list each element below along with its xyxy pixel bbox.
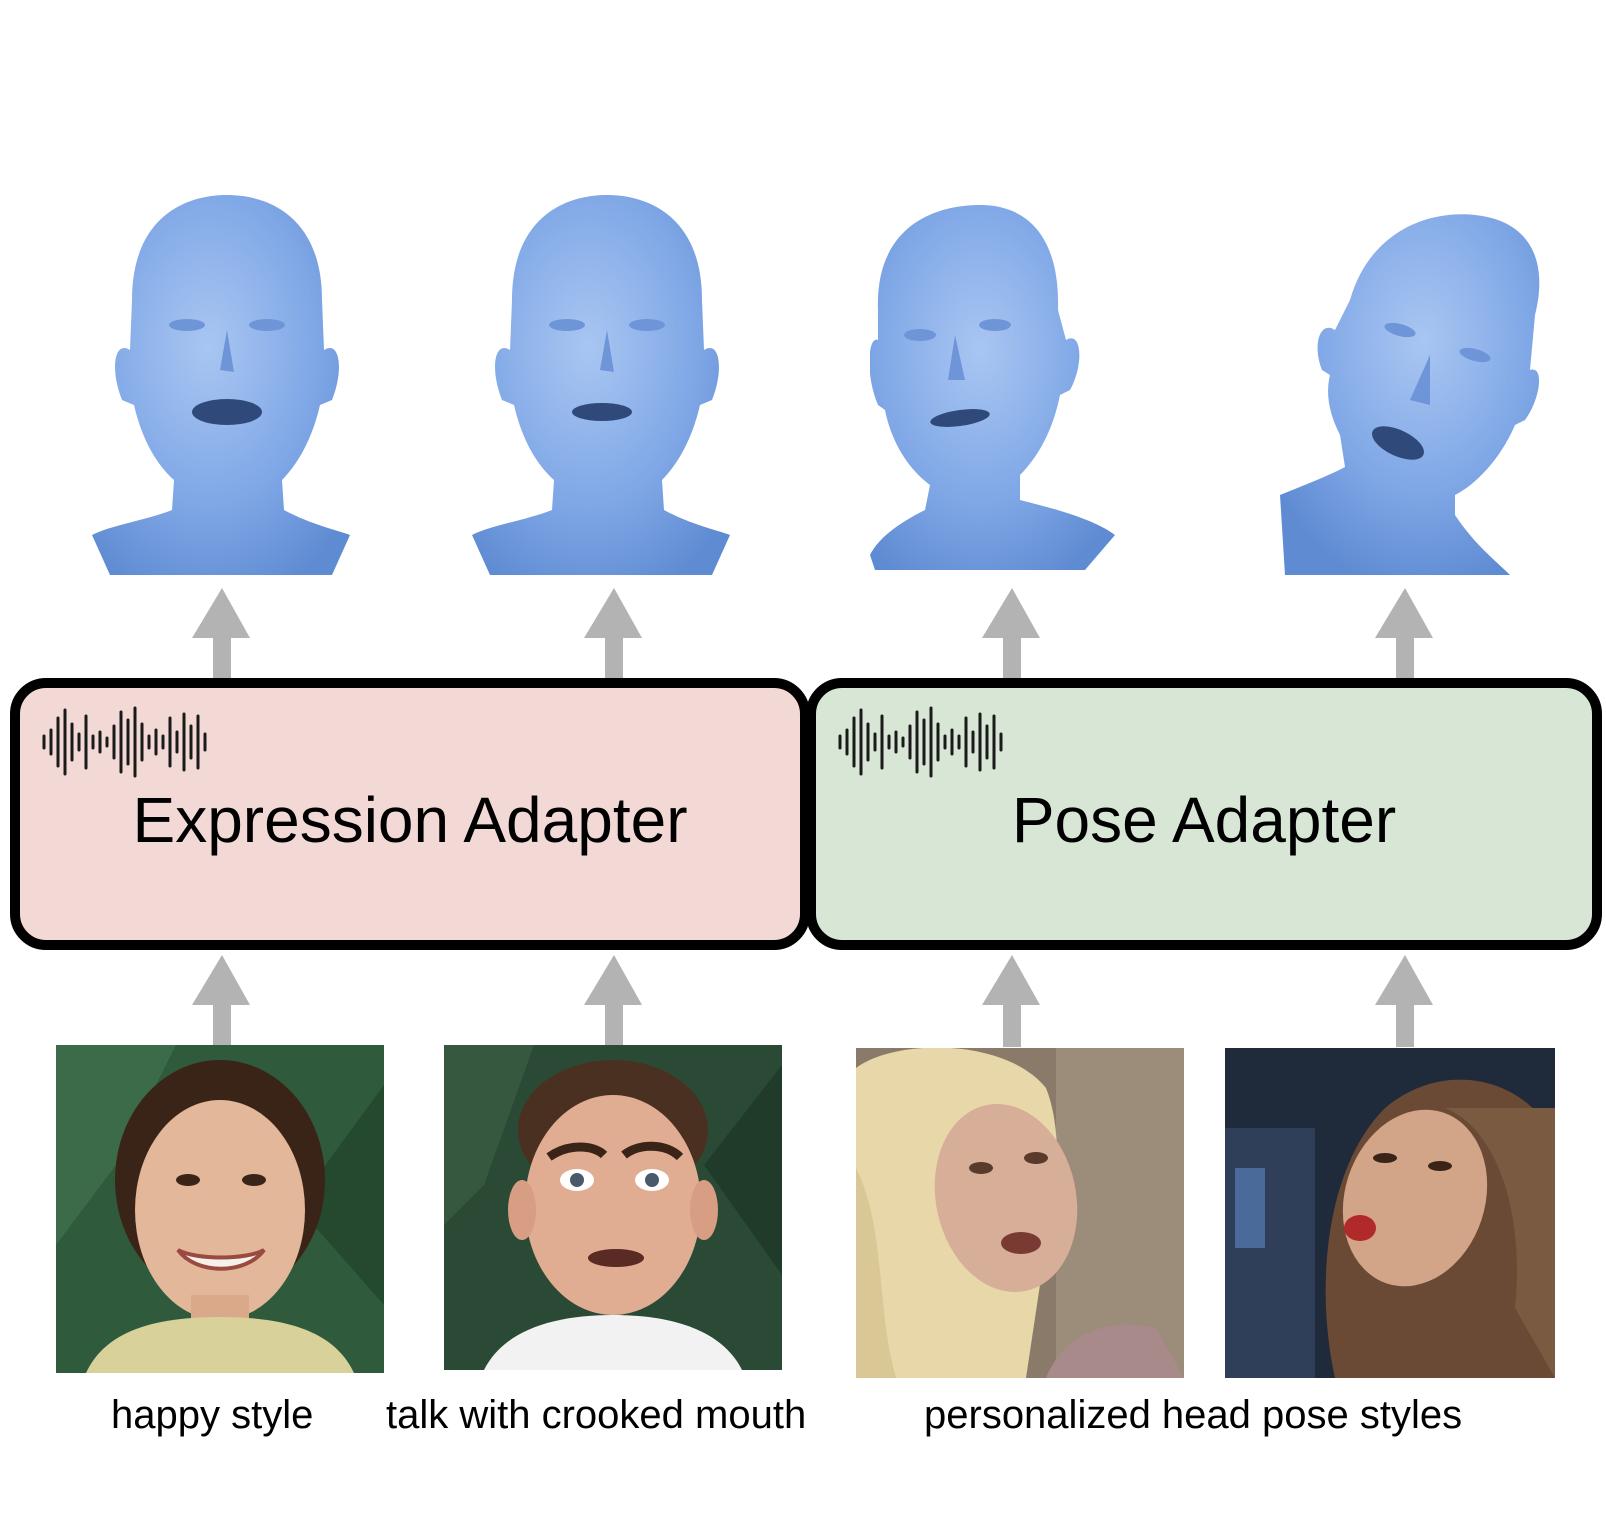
pose-adapter-label: Pose Adapter: [1011, 784, 1397, 856]
expression-adapter-box: Expression Adapter: [10, 678, 810, 950]
pose-adapter-box: Pose Adapter: [806, 678, 1602, 950]
photo-pose-blonde-woman: [856, 1048, 1184, 1378]
photo-crooked-mouth-man: [444, 1045, 782, 1370]
arrow-up-from-photo-pose-1: [982, 955, 1040, 1047]
arrow-up-from-photo-crooked: [584, 955, 642, 1047]
arrow-up-to-head-pose-1: [982, 588, 1040, 678]
audio-waveform-icon: [838, 706, 1003, 778]
arrow-up-from-photo-pose-2: [1375, 955, 1433, 1047]
arrow-up-to-head-happy: [192, 588, 250, 678]
head-mesh-pose-2: [1280, 214, 1540, 575]
arrow-up-from-photo-happy: [192, 955, 250, 1047]
arrow-up-to-head-pose-2: [1375, 588, 1433, 678]
photo-pose-dark-hair-woman: [1225, 1048, 1555, 1378]
caption-crooked-mouth: talk with crooked mouth: [386, 1393, 807, 1437]
head-mesh-pose-1: [870, 205, 1115, 570]
head-mesh-crooked: [472, 195, 730, 575]
head-mesh-happy: [92, 195, 350, 575]
caption-head-pose-styles: personalized head pose styles: [924, 1393, 1463, 1437]
caption-happy-style: happy style: [111, 1393, 314, 1437]
arrow-up-to-head-crooked: [584, 588, 642, 678]
audio-waveform-icon: [42, 706, 207, 778]
photo-happy-woman: [56, 1045, 384, 1373]
expression-adapter-label: Expression Adapter: [132, 784, 688, 856]
